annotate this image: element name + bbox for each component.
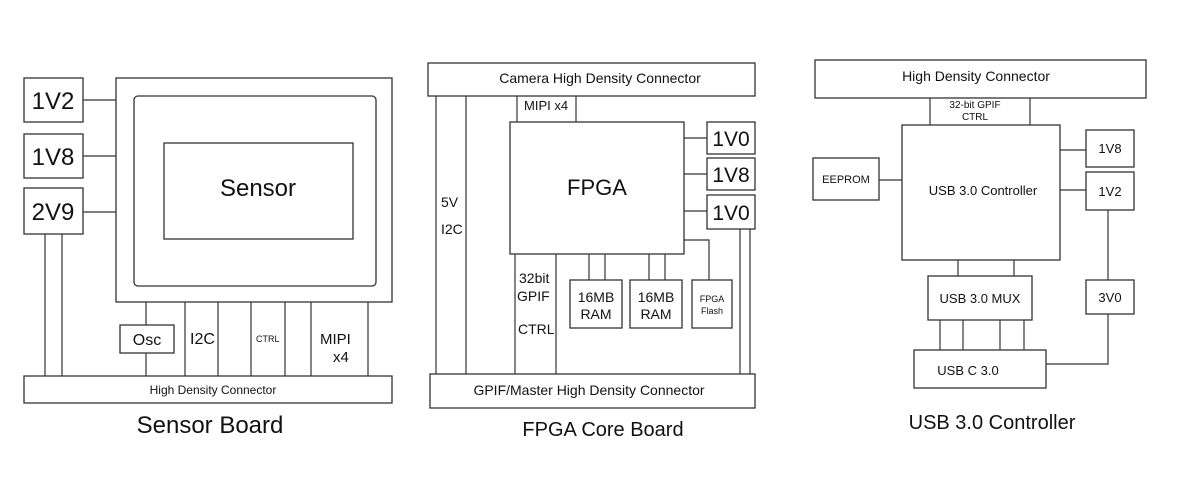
fpga-flash: FPGA Flash — [691, 279, 733, 329]
regulator-2v9: 2V9 — [23, 187, 84, 235]
fpga-gpif-label: GPIF — [517, 288, 550, 304]
sensor-ctrl-label: CTRL — [256, 334, 280, 344]
sensor-board-wires — [44, 99, 369, 376]
fpga-regulator-1v8-label: 1V8 — [712, 164, 749, 187]
ram-left-size-label: 16MB — [578, 289, 615, 305]
fpga-board-title: FPGA Core Board — [522, 419, 683, 441]
sensor-board-panel: 1V2 1V8 2V9 Sensor Osc I2C CTRL MIPI x4 — [23, 77, 393, 439]
fpga-board-panel: Camera High Density Connector MIPI x4 FP… — [427, 62, 756, 441]
ram-16mb-left: 16MB RAM — [569, 279, 623, 329]
fpga-regulator-1v8: 1V8 — [706, 157, 756, 191]
ram-right-size-label: 16MB — [638, 289, 675, 305]
gpif-master-high-density-connector: GPIF/Master High Density Connector — [429, 373, 756, 409]
fpga-regulator-1v0-bottom-label: 1V0 — [712, 202, 749, 225]
fpga-regulator-1v0-top-label: 1V0 — [712, 128, 749, 151]
usb-high-density-connector: High Density Connector — [814, 59, 1147, 99]
fpga-board-wires — [435, 96, 751, 374]
usb-regulator-1v2: 1V2 — [1085, 171, 1135, 211]
sensor-mipi-x4-label: x4 — [333, 349, 349, 366]
usb-gpif-label: 32-bit GPIF — [949, 100, 1000, 111]
usb-mux: USB 3.0 MUX — [927, 275, 1033, 321]
fpga-5v-label: 5V — [441, 194, 459, 210]
oscillator: Osc — [119, 324, 175, 354]
gpif-master-connector-label: GPIF/Master High Density Connector — [473, 382, 704, 398]
regulator-1v2: 1V2 — [23, 77, 84, 123]
regulator-1v8-label: 1V8 — [32, 144, 75, 171]
usb-board-panel: High Density Connector 32-bit GPIF CTRL … — [812, 59, 1147, 434]
usb-mux-label: USB 3.0 MUX — [940, 291, 1021, 306]
regulator-2v9-label: 2V9 — [32, 199, 75, 226]
ram-left-type-label: RAM — [580, 306, 611, 322]
fpga-label: FPGA — [567, 175, 627, 200]
fpga-regulator-1v0-top: 1V0 — [706, 121, 756, 155]
usb-regulator-1v2-label: 1V2 — [1098, 184, 1121, 199]
fpga-32bit-label: 32bit — [519, 270, 549, 286]
sensor-board-title: Sensor Board — [137, 412, 284, 439]
fpga-flash-line1: FPGA — [700, 294, 725, 304]
usb-controller-chip: USB 3.0 Controller — [901, 124, 1061, 261]
sensor-die: Sensor — [163, 142, 354, 240]
eeprom-label: EEPROM — [822, 174, 870, 186]
fpga-ctrl-label: CTRL — [518, 321, 555, 337]
usb-ctrl-label: CTRL — [962, 112, 989, 123]
sensor-connector-label: High Density Connector — [150, 383, 277, 397]
sensor-mipi-label: MIPI — [320, 331, 351, 348]
fpga-regulator-1v0-bottom: 1V0 — [706, 194, 756, 230]
usb-regulator-3v0: 3V0 — [1085, 279, 1135, 315]
osc-label: Osc — [133, 332, 161, 349]
usb-connector-label: High Density Connector — [902, 68, 1050, 84]
sensor-i2c-label: I2C — [190, 331, 215, 348]
ram-16mb-right: 16MB RAM — [629, 279, 683, 329]
fpga-chip: FPGA — [509, 121, 685, 255]
sensor-label: Sensor — [220, 175, 296, 202]
usb-regulator-1v8-label: 1V8 — [1098, 141, 1121, 156]
fpga-flash-line2: Flash — [701, 306, 723, 316]
sensor-high-density-connector: High Density Connector — [23, 375, 393, 404]
regulator-1v8: 1V8 — [23, 133, 84, 179]
usb-regulator-3v0-label: 3V0 — [1098, 290, 1121, 305]
usb-board-title: USB 3.0 Controller — [909, 412, 1076, 434]
usb-c-connector: USB C 3.0 — [913, 349, 1047, 389]
fpga-i2c-label: I2C — [441, 221, 463, 237]
fpga-mipi-label: MIPI x4 — [524, 98, 568, 113]
regulator-1v2-label: 1V2 — [32, 88, 75, 115]
usb-board-wires — [879, 98, 1109, 365]
usb-c-label: USB C 3.0 — [937, 363, 998, 378]
sensor-package: Sensor — [115, 77, 393, 303]
usb-regulator-1v8: 1V8 — [1085, 129, 1135, 168]
camera-connector-label: Camera High Density Connector — [499, 70, 701, 86]
eeprom: EEPROM — [812, 157, 880, 201]
camera-high-density-connector: Camera High Density Connector — [427, 62, 756, 97]
usb-controller-label: USB 3.0 Controller — [929, 183, 1038, 198]
ram-right-type-label: RAM — [640, 306, 671, 322]
